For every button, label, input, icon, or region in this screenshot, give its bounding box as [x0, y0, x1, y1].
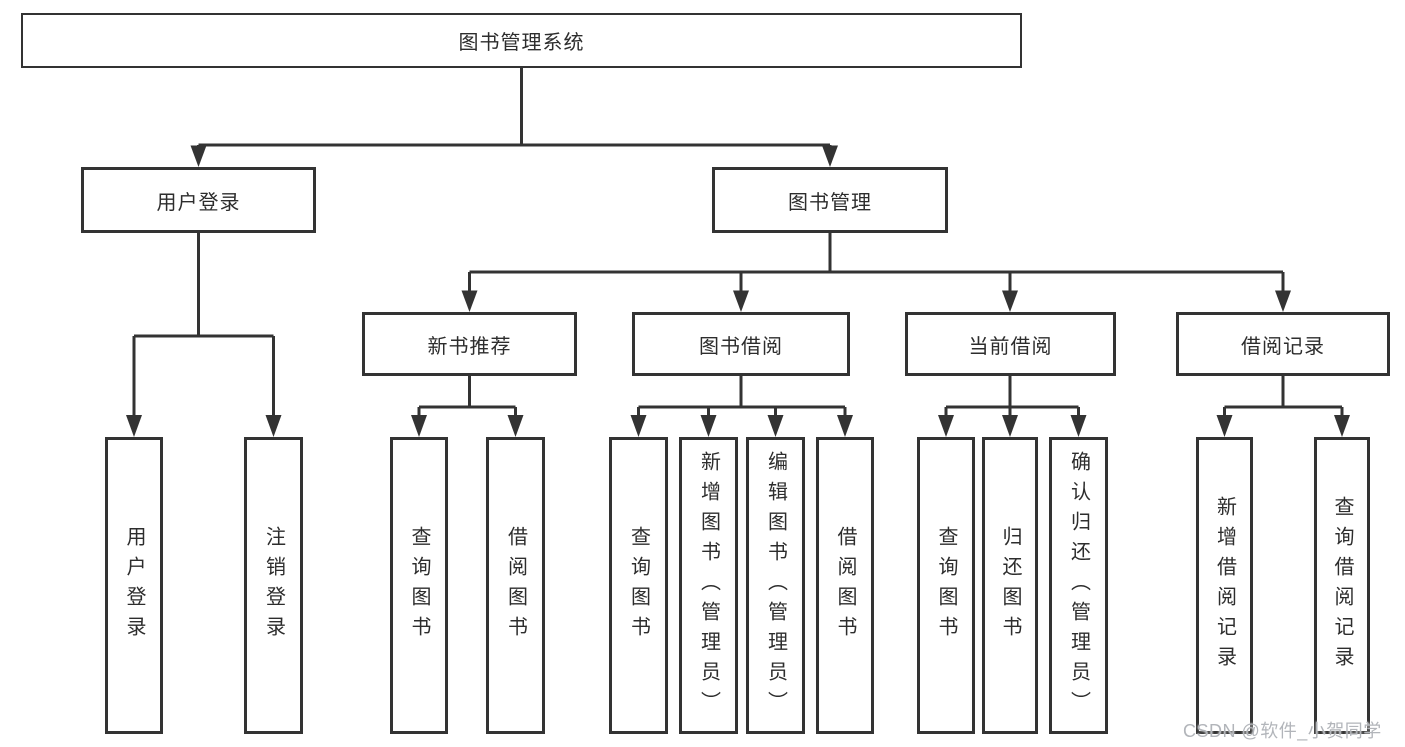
node-current-borrow: 当前借阅 [905, 312, 1116, 376]
arrow-down-icon [411, 415, 427, 437]
arrow-down-icon [767, 415, 784, 437]
arrow-down-icon [733, 290, 749, 312]
connector-user-login-to-leaves [126, 233, 282, 437]
connector-new-book-to-leaves [411, 376, 524, 437]
leaf-label: 归还图书 [999, 525, 1021, 646]
leaf-borrow-books: 借阅图书 [816, 437, 874, 734]
arrow-down-icon [1334, 415, 1350, 437]
leaf-return-books: 归还图书 [982, 437, 1038, 734]
leaf-confirm-return-admin: 确认归还（管理员） [1049, 437, 1108, 734]
leaf-logout: 注销登录 [244, 437, 303, 734]
leaf-label: 新增图书（管理员） [697, 450, 720, 721]
leaf-label: 用户登录 [123, 525, 145, 646]
connector-current-borrow-to-leaves [938, 376, 1087, 437]
leaf-edit-book-admin: 编辑图书（管理员） [746, 437, 805, 734]
arrow-down-icon [126, 415, 142, 437]
leaf-add-borrow-record: 新增借阅记录 [1196, 437, 1253, 734]
arrow-down-icon [822, 145, 838, 167]
leaf-label: 借阅图书 [834, 525, 856, 646]
leaf-user-login: 用户登录 [105, 437, 163, 734]
arrow-down-icon [837, 415, 853, 437]
node-root-library-system: 图书管理系统 [21, 13, 1022, 68]
arrow-down-icon [1002, 290, 1018, 312]
leaf-query-borrow-record: 查询借阅记录 [1314, 437, 1370, 734]
arrow-down-icon [507, 415, 524, 437]
node-book-management: 图书管理 [712, 167, 948, 233]
leaf-label: 借阅图书 [504, 525, 527, 646]
arrow-down-icon [700, 415, 717, 437]
node-book-borrow: 图书借阅 [632, 312, 850, 376]
leaf-label: 查询借阅记录 [1331, 495, 1353, 676]
leaf-current-query-books: 查询图书 [917, 437, 975, 734]
connector-root-to-level2 [190, 68, 838, 167]
leaf-newbook-query-books: 查询图书 [390, 437, 448, 734]
arrow-down-icon [1002, 415, 1018, 437]
node-user-login: 用户登录 [81, 167, 316, 233]
leaf-label: 查询图书 [935, 525, 957, 646]
leaf-label: 注销登录 [262, 525, 285, 646]
arrow-down-icon [190, 145, 207, 167]
arrow-down-icon [938, 415, 954, 437]
arrow-down-icon [1216, 415, 1233, 437]
connector-borrow-records-to-leaves [1216, 376, 1350, 437]
leaf-label: 查询图书 [408, 525, 430, 646]
arrow-down-icon [1070, 415, 1087, 437]
arrow-down-icon [1275, 290, 1291, 312]
arrow-down-icon [630, 415, 647, 437]
leaf-newbook-borrow-books: 借阅图书 [486, 437, 545, 734]
leaf-borrow-query-books: 查询图书 [609, 437, 668, 734]
arrow-down-icon [461, 290, 478, 312]
leaf-label: 新增借阅记录 [1213, 495, 1236, 676]
leaf-label: 编辑图书（管理员） [764, 450, 787, 721]
node-borrow-records: 借阅记录 [1176, 312, 1390, 376]
connector-book-borrow-to-leaves [630, 376, 853, 437]
csdn-watermark: CSDN @软件_小贺同学 [1183, 721, 1382, 741]
leaf-label: 确认归还（管理员） [1067, 450, 1090, 721]
leaf-label: 查询图书 [627, 525, 650, 646]
connector-book-management-to-level3 [461, 233, 1291, 312]
node-new-book-recommend: 新书推荐 [362, 312, 577, 376]
leaf-add-book-admin: 新增图书（管理员） [679, 437, 738, 734]
arrow-down-icon [265, 415, 282, 437]
